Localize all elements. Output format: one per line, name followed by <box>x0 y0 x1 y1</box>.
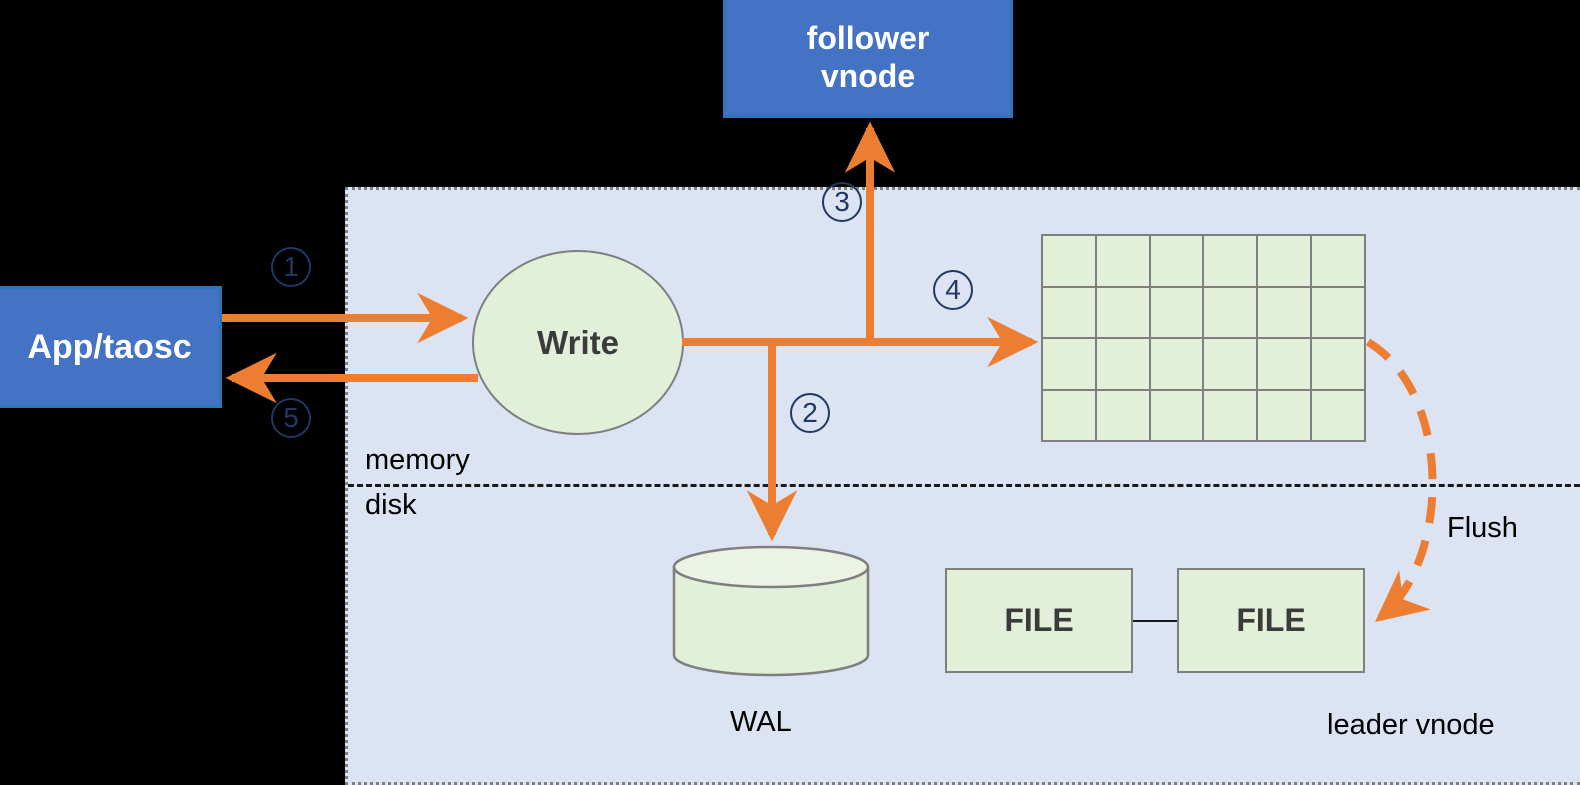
grid-cell <box>1258 390 1311 440</box>
grid-cell <box>1312 287 1364 337</box>
wal-cylinder-shape <box>672 545 870 677</box>
grid-cell <box>1204 236 1257 286</box>
memory-disk-divider <box>348 484 1580 487</box>
follower-vnode-label: follower vnode <box>807 20 930 96</box>
grid-cell <box>1204 339 1257 389</box>
grid-cell <box>1258 339 1311 389</box>
memory-zone-label: memory <box>365 444 470 476</box>
grid-cell <box>1096 390 1149 440</box>
follower-vnode-node: follower vnode <box>723 0 1013 118</box>
follower-line-1: follower <box>806 19 930 56</box>
grid-cell <box>1043 339 1095 389</box>
step-number-3: 3 <box>822 182 862 222</box>
follower-line-2: vnode <box>820 57 916 94</box>
grid-cell <box>1150 390 1203 440</box>
grid-cell <box>1258 236 1311 286</box>
grid-cell <box>1043 390 1095 440</box>
grid-cell <box>1150 339 1203 389</box>
file-box-2: FILE <box>1177 568 1365 673</box>
disk-zone-label: disk <box>365 489 417 521</box>
grid-cell <box>1204 287 1257 337</box>
grid-cell <box>1150 236 1203 286</box>
grid-cell <box>1312 339 1364 389</box>
write-node: Write <box>472 250 684 435</box>
grid-cell <box>1258 287 1311 337</box>
app-taosc-node: App/taosc <box>0 286 222 408</box>
memory-table-grid <box>1041 234 1366 442</box>
step-number-5: 5 <box>271 398 311 438</box>
grid-cell <box>1043 287 1095 337</box>
grid-cell <box>1150 287 1203 337</box>
step-number-4: 4 <box>933 270 973 310</box>
wal-label: WAL <box>730 706 792 738</box>
grid-cell <box>1204 390 1257 440</box>
grid-cell <box>1312 236 1364 286</box>
grid-cell <box>1096 236 1149 286</box>
grid-cell <box>1312 390 1364 440</box>
grid-cell <box>1096 339 1149 389</box>
grid-cell <box>1043 236 1095 286</box>
step-number-1: 1 <box>271 247 311 287</box>
grid-cell <box>1096 287 1149 337</box>
file-connector-line <box>1133 620 1177 622</box>
file-box-1: FILE <box>945 568 1133 673</box>
step-number-2: 2 <box>790 393 830 433</box>
leader-vnode-label: leader vnode <box>1327 709 1495 741</box>
flush-label: Flush <box>1447 512 1518 544</box>
wal-cylinder <box>672 545 870 677</box>
